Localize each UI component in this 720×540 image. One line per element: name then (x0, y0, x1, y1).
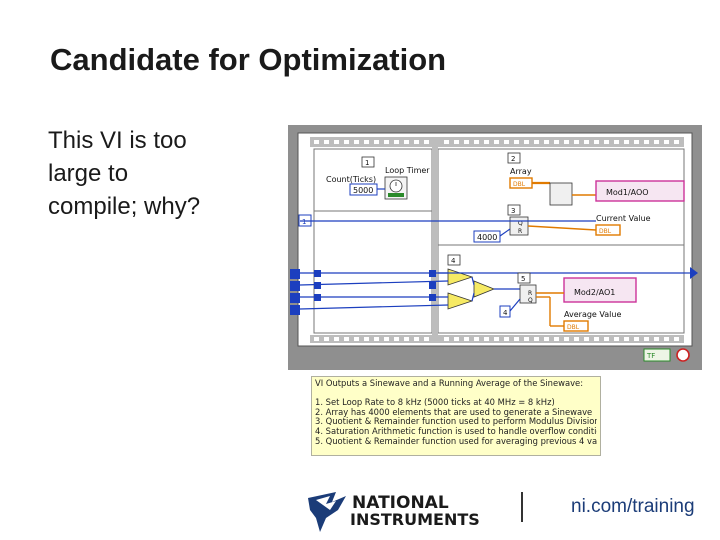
mod2-io-node (563, 277, 637, 303)
notes-line: 2. Array has 4000 elements that are used… (315, 407, 593, 417)
tf-label: TF (646, 352, 655, 360)
notes-line: 3. Quotient & Remainder function used to… (315, 417, 597, 427)
current-value-type: DBL (599, 228, 612, 235)
mod2-label: Mod2/AO1 (574, 288, 615, 297)
array-label: Array (510, 167, 532, 176)
frame-label-1: 1 (365, 159, 369, 167)
mod1-label: Mod1/AOO (606, 188, 649, 197)
index-array-node (549, 182, 573, 206)
ticks-constant-value: 5000 (353, 186, 373, 195)
const-4000: 4000 (477, 233, 497, 242)
sequence-divider (432, 147, 438, 335)
logo-line-2: INSTRUMENTS (350, 510, 480, 529)
average-value-type: DBL (567, 324, 580, 331)
frame-label-2: 2 (511, 155, 515, 163)
shift-register-left (290, 269, 300, 315)
average-value-label: Average Value (564, 310, 621, 319)
const-4: 4 (503, 309, 508, 317)
shift-register-right (690, 267, 698, 279)
tf-constant (643, 348, 671, 362)
ni-logo: NATIONAL INSTRUMENTS (308, 492, 480, 532)
label-box-1 (361, 156, 375, 168)
stop-terminal-icon (676, 348, 690, 362)
sprocket-holes (314, 140, 679, 341)
logo-line-1: NATIONAL (352, 493, 449, 513)
avg-quotient-node (519, 284, 537, 304)
notes-line: 4. Saturation Arithmetic function is use… (315, 426, 597, 436)
current-value-label: Current Value (596, 214, 651, 223)
slide-body: This VI is too large to compile; why? (48, 124, 268, 223)
body-line: compile; why? (48, 193, 201, 220)
add-node-3 (473, 280, 496, 298)
avg-q-terminal: Q (528, 297, 533, 304)
count-ticks-label: Count(Ticks) (326, 175, 376, 184)
notes-line (315, 389, 597, 399)
frame-label-4: 4 (451, 257, 456, 265)
frame-label-3: 3 (511, 207, 515, 215)
slide-title: Candidate for Optimization (50, 42, 447, 77)
body-line: This VI is too (48, 127, 187, 154)
footer-divider (521, 492, 523, 522)
add-node-2 (447, 292, 474, 310)
notes-line: VI Outputs a Sinewave and a Running Aver… (315, 379, 584, 388)
array-type: DBL (513, 181, 526, 188)
iteration-label: 1 (302, 218, 306, 226)
eagle-icon (308, 492, 346, 532)
frame-label-5: 5 (521, 275, 525, 283)
r-terminal: R (518, 228, 522, 235)
block-diagram-notes: VI Outputs a Sinewave and a Running Aver… (311, 376, 601, 456)
notes-line: 5. Quotient & Remainder function used fo… (315, 436, 597, 446)
block-diagram: 1 Loop Timer Count(Ticks) 5000 1 2 Array… (288, 125, 702, 370)
loop-timer-label: Loop Timer (385, 166, 430, 175)
q-terminal: Q (518, 220, 523, 227)
body-line: large to (48, 160, 129, 187)
mod1-io-node (595, 180, 685, 202)
avg-r-terminal: R (528, 290, 532, 297)
sequence-frame-left (313, 148, 433, 334)
footer-url[interactable]: ni.com/training (571, 496, 695, 517)
notes-line: 1. Set Loop Rate to 8 kHz (5000 ticks at… (315, 398, 555, 408)
